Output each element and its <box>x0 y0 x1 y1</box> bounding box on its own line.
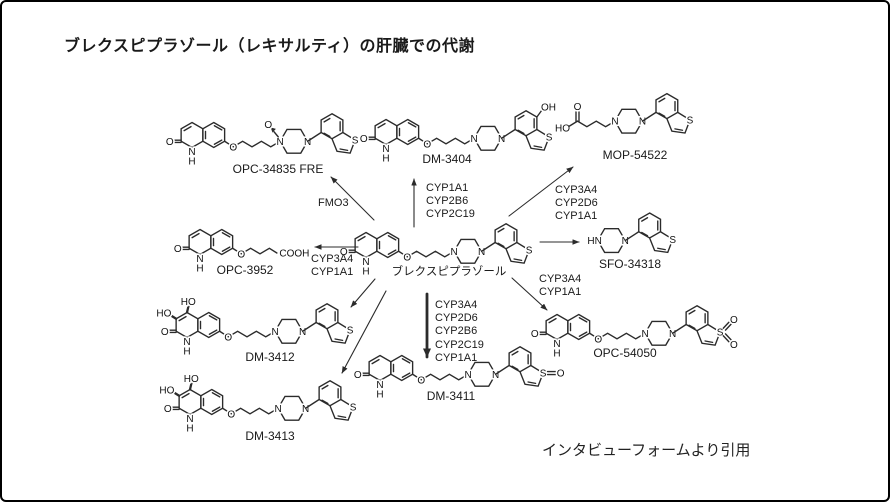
enzyme-line: CYP1A1 <box>435 351 478 364</box>
enzyme-line: CYP3A4 <box>539 273 582 285</box>
atom-label-o: O <box>557 369 565 380</box>
structure-sfo-34318: HN <box>586 213 676 254</box>
sulfoxide-decoration: O <box>546 367 566 381</box>
enzyme-label-to-dm-3411: CYP3A4 CYP2D6 CYP2B6 CYP2C19 CYP1A1 <box>435 299 484 365</box>
enzyme-line: CYP3A4 <box>311 253 354 265</box>
compound-label-dm-3412: DM-3412 <box>245 350 295 364</box>
enzyme-line: CYP2C19 <box>426 208 475 221</box>
enzyme-line: CYP1A1 <box>311 266 354 279</box>
arrow-to-dm-3412 <box>350 278 376 308</box>
compound-label-dm-3411: DM-3411 <box>426 389 476 403</box>
structure-opc-3952: O COOH <box>174 230 311 275</box>
structure-dm-3413 <box>157 372 356 435</box>
structure-opc-54050: O O <box>531 306 740 360</box>
enzyme-line: CYP1A1 <box>555 210 598 223</box>
enzyme-label-to-opc-54050: CYP3A4 CYP1A1 <box>539 273 581 299</box>
compound-label-dm-3404: DM-3404 <box>422 152 472 166</box>
compound-label-opc-34835-fre: OPC-34835 FRE <box>232 162 324 176</box>
atom-label-n: N <box>611 117 618 128</box>
atom-label-cooh: COOH <box>279 248 309 259</box>
structure-dm-3411: O <box>354 347 566 401</box>
structure-mop-54522: HO O N <box>553 94 694 136</box>
atom-label-hn: HN <box>587 236 601 247</box>
atom-label-o: O <box>264 120 272 131</box>
atom-label-o: O <box>574 102 582 113</box>
sulfone-decoration: O O <box>722 313 740 353</box>
arrow-to-opc-54050 <box>511 277 548 311</box>
arrow-to-mop-54522 <box>508 166 574 217</box>
enzyme-line: CYP2B6 <box>426 195 469 208</box>
compound-label-opc-54050: OPC-54050 <box>593 346 657 360</box>
enzyme-line: CYP1A1 <box>426 182 469 194</box>
citation-text: インタビューフォームより引用 <box>542 442 751 459</box>
enzyme-line: CYP2D6 <box>435 312 478 325</box>
structure-opc-34835-fre: O <box>166 114 359 168</box>
atom-label-o: O <box>237 249 245 260</box>
enzyme-label-to-mop-54522: CYP3A4 CYP2D6 CYP1A1 <box>555 184 598 224</box>
enzyme-label-fmo3: FMO3 <box>318 197 349 210</box>
enzyme-line: CYP3A4 <box>555 184 598 196</box>
enzyme-label-to-opc-3952: CYP3A4 CYP1A1 <box>311 253 353 279</box>
n-oxide-decoration: O <box>263 118 279 138</box>
hydroxy-decoration: OH <box>536 101 558 118</box>
enzyme-label-to-dm-3404: CYP1A1 CYP2B6 CYP2C19 <box>426 182 475 222</box>
enzyme-line: FMO3 <box>318 197 349 209</box>
atom-label-ho: HO <box>555 124 570 135</box>
compound-label-brexpiprazole: ブレクスピプラゾール <box>391 266 507 278</box>
compound-label-mop-54522: MOP-54522 <box>602 148 668 162</box>
atom-label-o: O <box>730 315 738 326</box>
atom-label-o: O <box>730 340 738 351</box>
structure-dm-3412 <box>154 295 353 358</box>
enzyme-line: CYP2B6 <box>435 325 478 338</box>
compound-label-dm-3413: DM-3413 <box>245 429 295 443</box>
figure-title: ブレクスピプラゾール（レキサルティ）の肝臓での代謝 <box>64 38 476 55</box>
enzyme-line: CYP2D6 <box>555 197 598 210</box>
compound-label-sfo-34318: SFO-34318 <box>598 257 662 271</box>
structure-dm-3404: OH <box>360 101 558 165</box>
enzyme-line: CYP3A4 <box>435 299 478 311</box>
enzyme-line: CYP2C19 <box>435 338 484 351</box>
arrow-to-dm-3413 <box>341 290 387 374</box>
compound-label-opc-3952: OPC-3952 <box>216 263 274 277</box>
atom-label-oh: OH <box>541 103 556 114</box>
enzyme-line: CYP1A1 <box>539 286 582 299</box>
arrow-to-opc-34835 <box>330 176 375 221</box>
